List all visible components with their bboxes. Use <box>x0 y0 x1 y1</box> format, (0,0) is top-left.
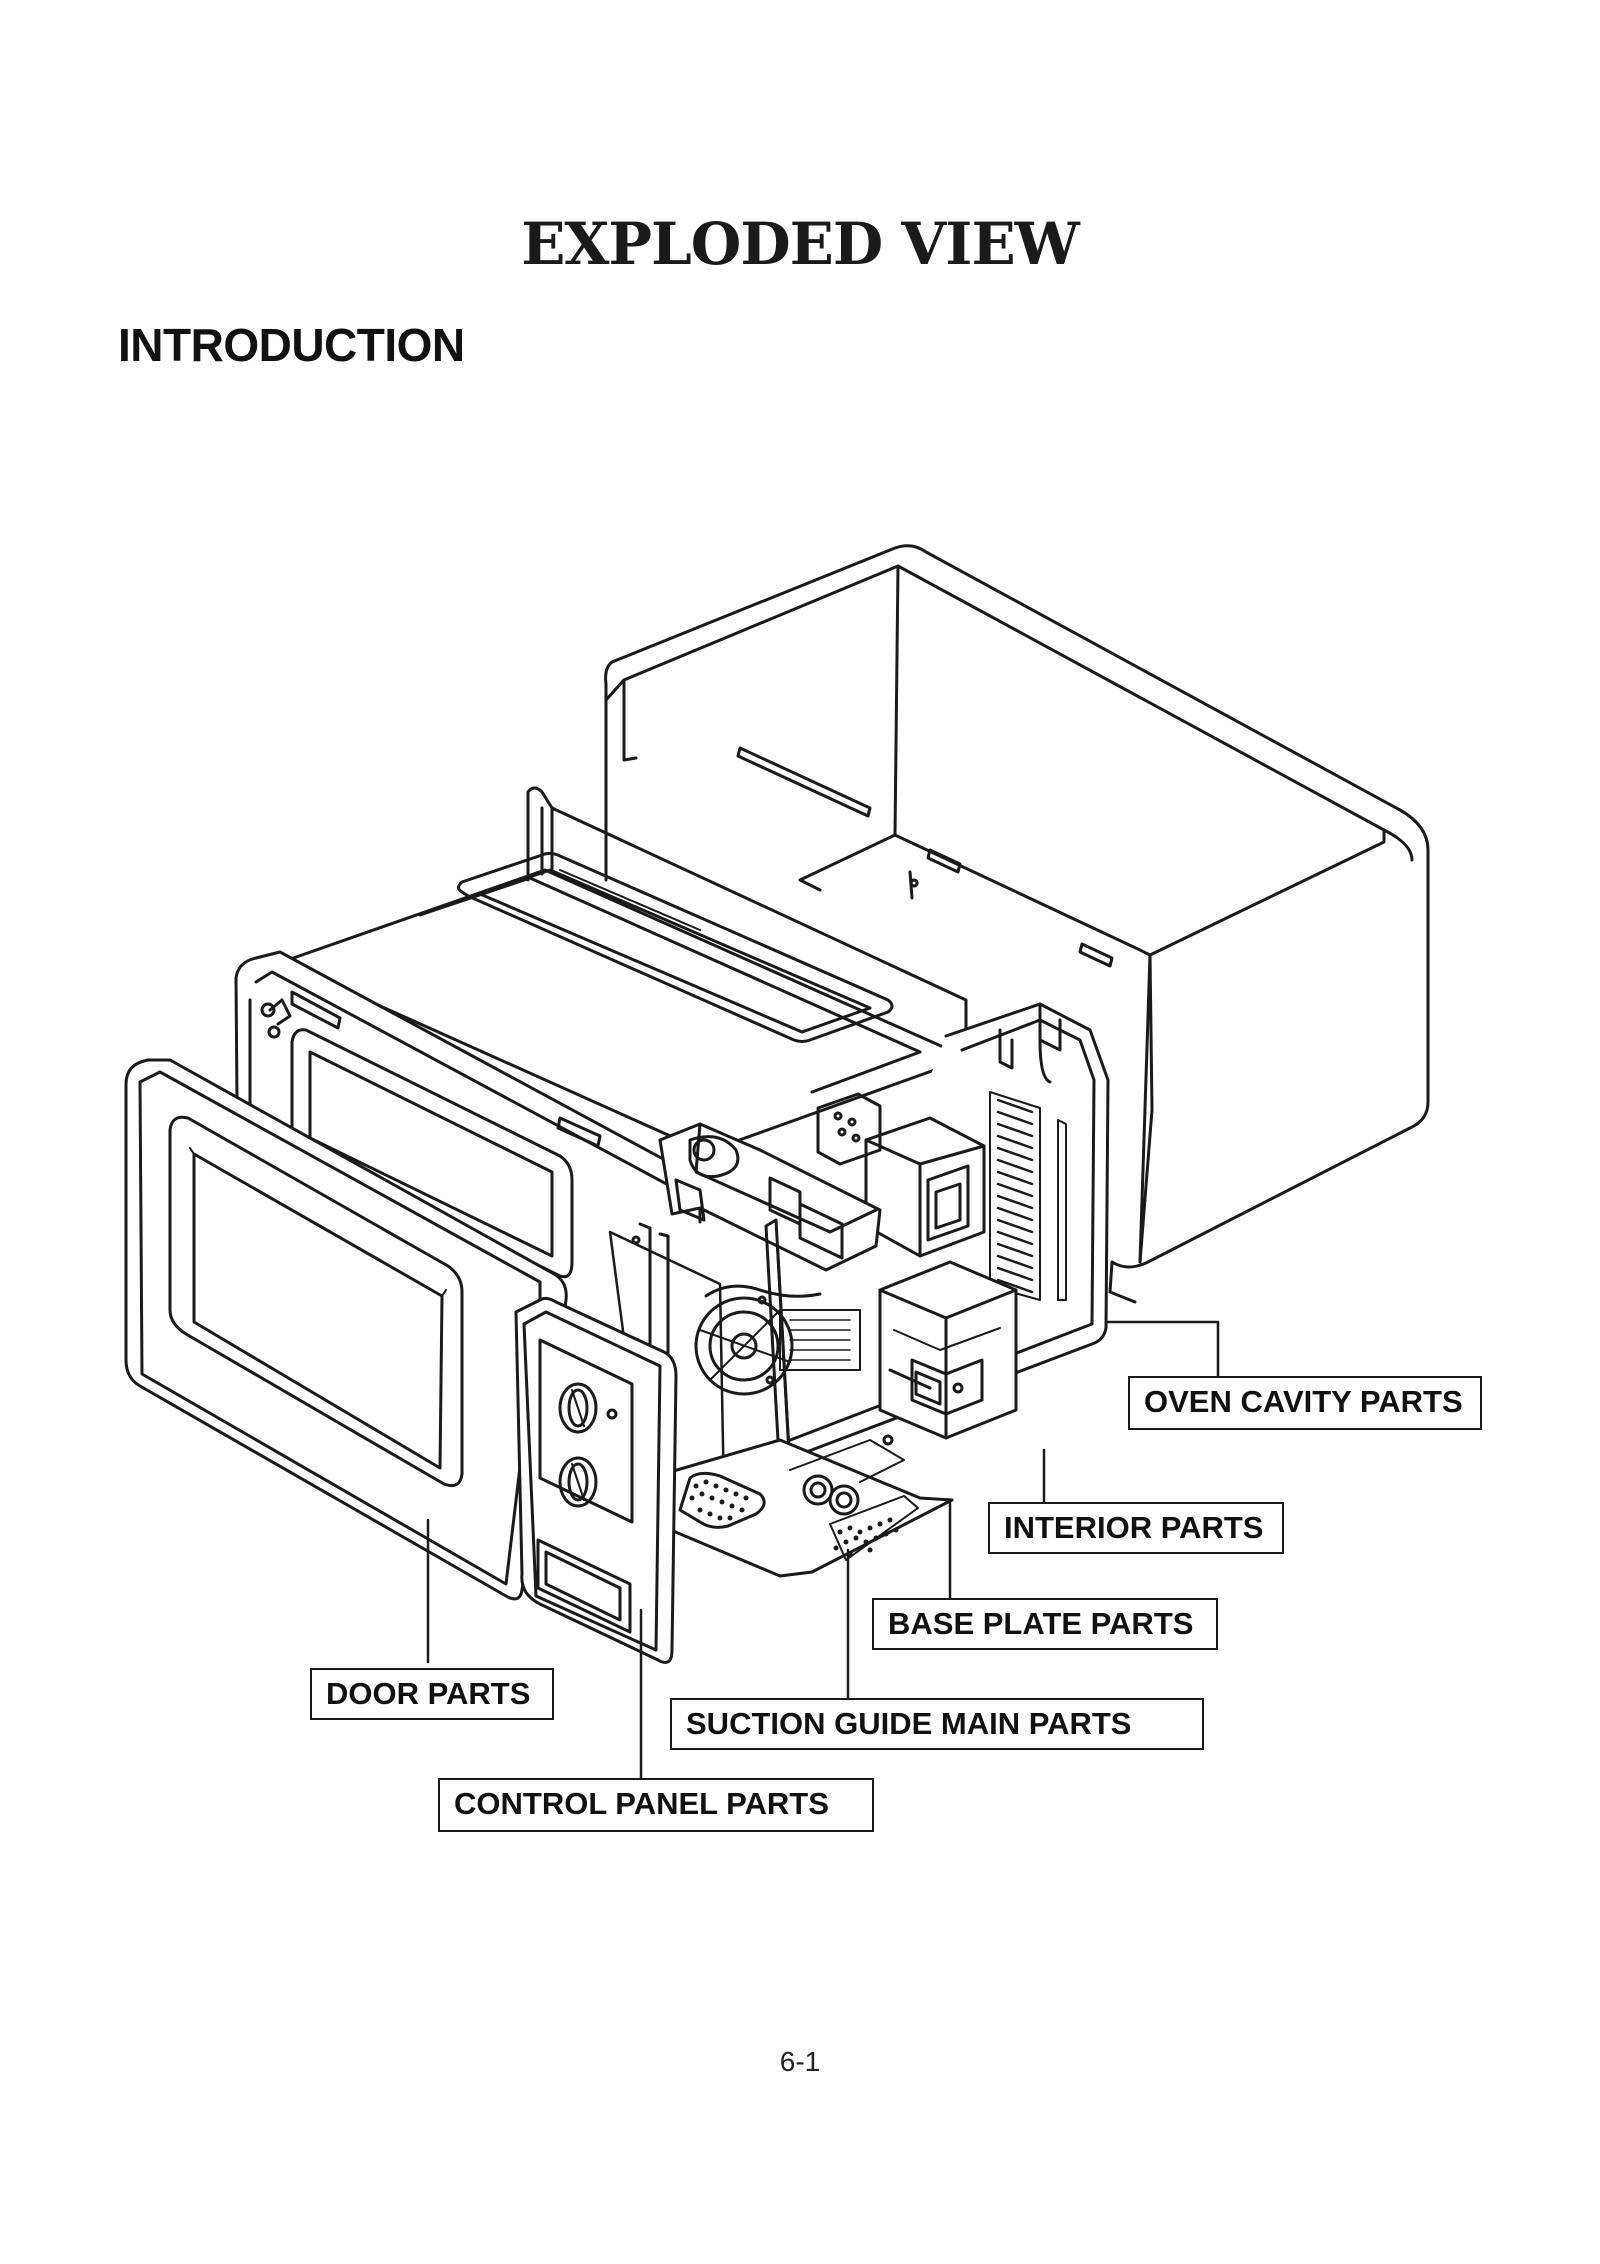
label-door-parts: DOOR PARTS <box>310 1668 554 1720</box>
label-control-panel-parts: CONTROL PANEL PARTS <box>438 1778 874 1832</box>
page-title: EXPLODED VIEW <box>521 210 1080 278</box>
label-base-plate-parts: BASE PLATE PARTS <box>872 1598 1218 1650</box>
control-panel <box>514 1296 678 1664</box>
page-number: 6-1 <box>779 2046 821 2077</box>
oven-door <box>124 1058 568 1601</box>
label-suction-guide-main-parts: SUCTION GUIDE MAIN PARTS <box>670 1698 1204 1750</box>
label-interior-parts: INTERIOR PARTS <box>988 1502 1284 1554</box>
label-oven-cavity-parts: OVEN CAVITY PARTS <box>1128 1376 1482 1430</box>
outer-cabinet <box>604 544 1430 1304</box>
section-heading: INTRODUCTION <box>118 319 465 371</box>
leader-lines <box>426 1320 1220 1780</box>
